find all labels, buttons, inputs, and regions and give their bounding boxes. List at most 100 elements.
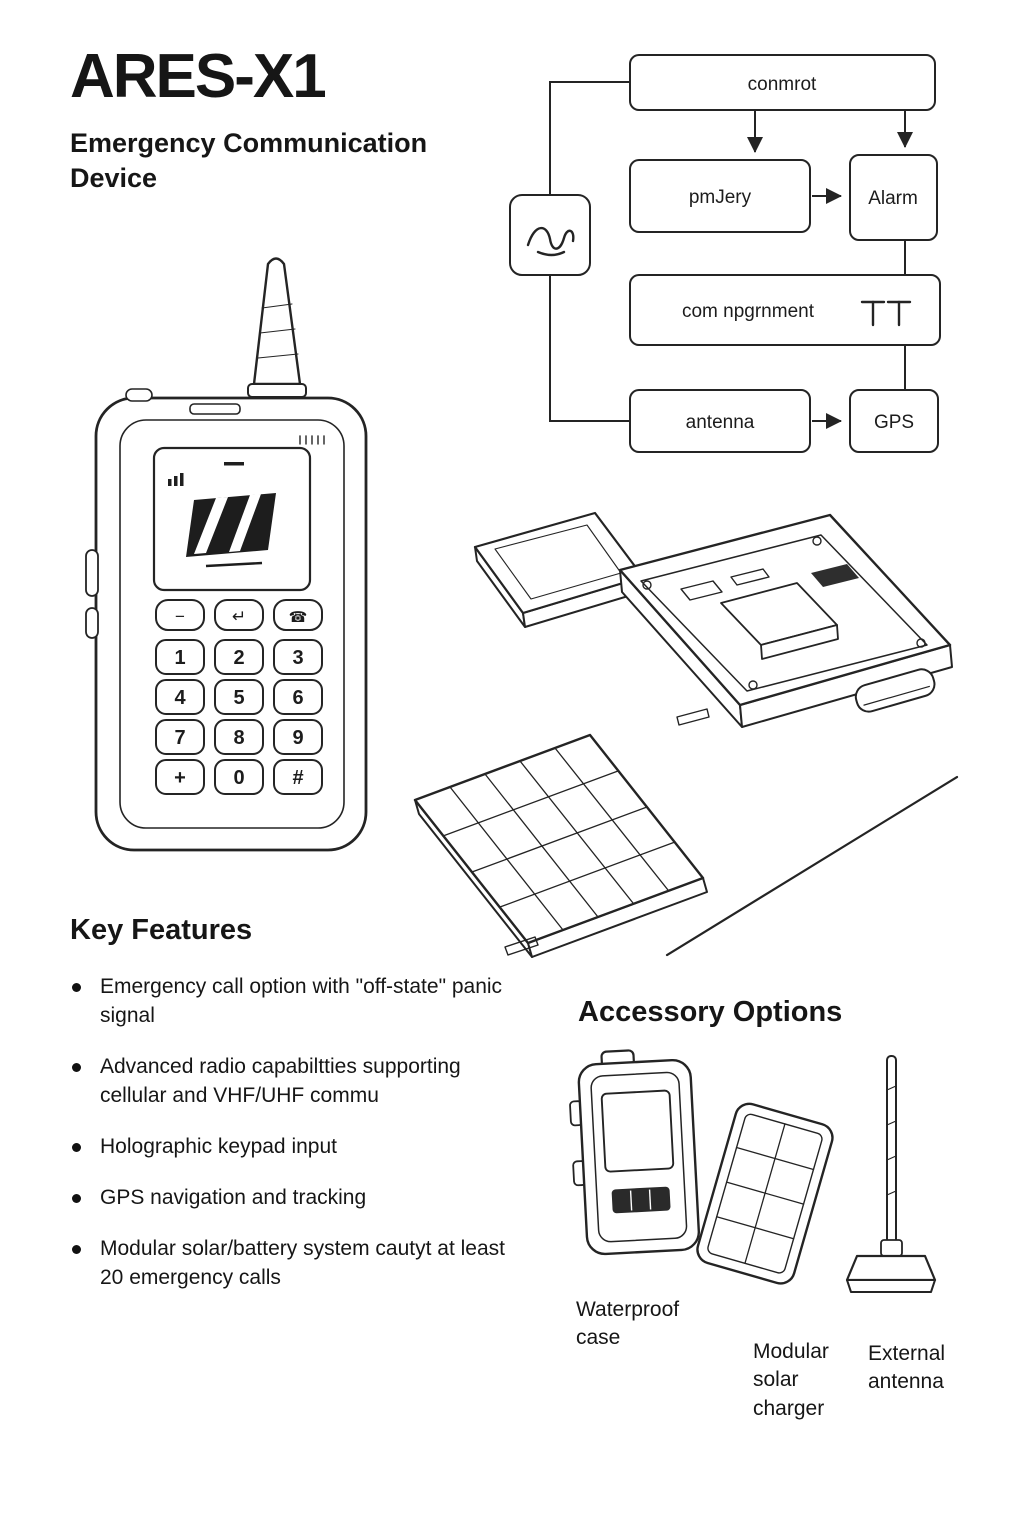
- antenna-wire: [665, 775, 959, 957]
- keypad-key: [273, 679, 323, 715]
- signal-bars-icon: [168, 473, 184, 486]
- scribble-icon: [526, 226, 575, 257]
- function-key: [155, 599, 205, 631]
- feature-item: Emergency call option with "off-state" p…: [70, 973, 518, 1031]
- small-component: [730, 568, 770, 586]
- node-gps-label: GPS: [874, 412, 914, 433]
- system-block-diagram: conmrot pmJery Alarm com npgrnment anten…: [509, 54, 941, 453]
- keypad-key: [155, 719, 205, 755]
- panel-connector: [504, 936, 539, 956]
- node-compartment: [629, 274, 941, 346]
- screw: [642, 580, 652, 590]
- node-control-label: conmrot: [748, 74, 817, 95]
- feature-item: Holographic keypad input: [70, 1133, 518, 1162]
- feature-item: Modular solar/battery system cautyt at l…: [70, 1235, 518, 1293]
- accessory-caption-waterproof-case: Waterproof case: [576, 1298, 680, 1350]
- screw: [748, 680, 758, 690]
- node-alarm-label: Alarm: [868, 188, 918, 209]
- keypad-key: [273, 639, 323, 675]
- case-screen: [600, 1089, 675, 1173]
- function-key-label: −: [175, 607, 185, 626]
- keypad-key-label: 9: [292, 727, 303, 749]
- screw: [916, 638, 926, 648]
- node-primary: [629, 159, 811, 233]
- solar-grid: [442, 747, 676, 931]
- node-primary-label: pmJery: [689, 187, 752, 208]
- feature-item: GPS navigation and tracking: [70, 1184, 518, 1213]
- keypad-key-label: 1: [174, 647, 185, 669]
- chassis: [618, 513, 953, 728]
- function-key-row: − ↵ ☎: [155, 599, 323, 631]
- device-antenna: [252, 257, 302, 386]
- screen-glyph-icon: [186, 493, 276, 568]
- keypad-key: [214, 639, 264, 675]
- antenna-base-foot: [846, 1279, 936, 1293]
- node-control: [629, 54, 936, 111]
- keypad-key-label: 7: [174, 727, 185, 749]
- accessories-heading: Accessory Options: [578, 996, 843, 1028]
- keypad-key-label: 3: [292, 647, 303, 669]
- node-alarm: [849, 154, 938, 241]
- antenna-hatch: [257, 303, 299, 359]
- node-antenna-label: antenna: [686, 412, 755, 433]
- vent-ticks: [299, 435, 325, 445]
- external-antenna: [845, 1055, 937, 1293]
- keypad-key-label: 4: [174, 687, 186, 709]
- device-illustration: − ↵ ☎ 1 2 3 4 5 6 7 8 9 + 0 #: [85, 257, 368, 852]
- node-gps: [849, 389, 939, 453]
- keypad-key-label: #: [292, 767, 303, 789]
- port-slot: [676, 708, 710, 726]
- antenna-base: [845, 1254, 937, 1282]
- side-button-lower: [85, 607, 99, 639]
- function-key: [273, 599, 323, 631]
- key-features-section: Key Features Emergency call option with …: [70, 914, 518, 1315]
- accessory-caption-external-antenna: External antenna: [868, 1342, 946, 1394]
- case-keypad: [611, 1186, 671, 1214]
- keypad-key-label: 2: [233, 647, 244, 669]
- key-features-heading: Key Features: [70, 914, 253, 946]
- keypad-key: [214, 719, 264, 755]
- side-button-upper: [85, 549, 99, 597]
- keypad-key-label: 8: [233, 727, 244, 749]
- keypad-key-label: +: [174, 767, 186, 789]
- status-dash-icon: [224, 462, 244, 466]
- solar-panel: [413, 733, 708, 958]
- top-slot: [189, 403, 241, 415]
- top-button: [125, 388, 153, 402]
- function-key: [214, 599, 264, 631]
- exploded-view-illustration: [413, 511, 959, 958]
- antenna-collar: [247, 383, 307, 398]
- charger-grid: [716, 1123, 815, 1264]
- function-key-label: ↵: [232, 607, 246, 626]
- page-subtitle: Emergency Communication Device: [70, 128, 428, 194]
- antenna-collar: [880, 1239, 903, 1257]
- keypad-key-label: 0: [233, 767, 244, 789]
- waterproof-case: [569, 1049, 701, 1256]
- page-title: ARES-X1: [70, 42, 327, 111]
- keypad-key: [155, 639, 205, 675]
- tt-symbol-icon: [860, 300, 912, 327]
- keypad-key: [214, 679, 264, 715]
- key-features-list: Emergency call option with "off-state" p…: [70, 973, 518, 1293]
- chip: [811, 564, 859, 587]
- solar-charger: [696, 1102, 834, 1285]
- header: ARES-X1 Emergency Communication Device: [70, 46, 470, 196]
- node-compartment-label: com npgrnment: [682, 301, 815, 322]
- keypad-key-label: 6: [292, 687, 303, 709]
- keypad-key: [214, 759, 264, 795]
- cover-slab: [473, 511, 646, 628]
- battery-stick: [854, 668, 936, 713]
- keypad-key: [273, 719, 323, 755]
- whip-ticks: [886, 1085, 897, 1196]
- accessories-illustration: [569, 1049, 937, 1293]
- small-component: [680, 580, 723, 601]
- keypad-key-label: 5: [233, 687, 244, 709]
- node-antenna: [629, 389, 811, 453]
- component-module-side: [760, 624, 839, 660]
- feature-item: Advanced radio capabiltties supporting c…: [70, 1053, 518, 1111]
- keypad-key: [273, 759, 323, 795]
- keypad-key: [155, 759, 205, 795]
- keypad: 1 2 3 4 5 6 7 8 9 + 0 #: [155, 639, 323, 795]
- accessory-caption-solar-charger: Modular solar charger: [753, 1340, 829, 1420]
- function-key-label: ☎: [289, 609, 308, 626]
